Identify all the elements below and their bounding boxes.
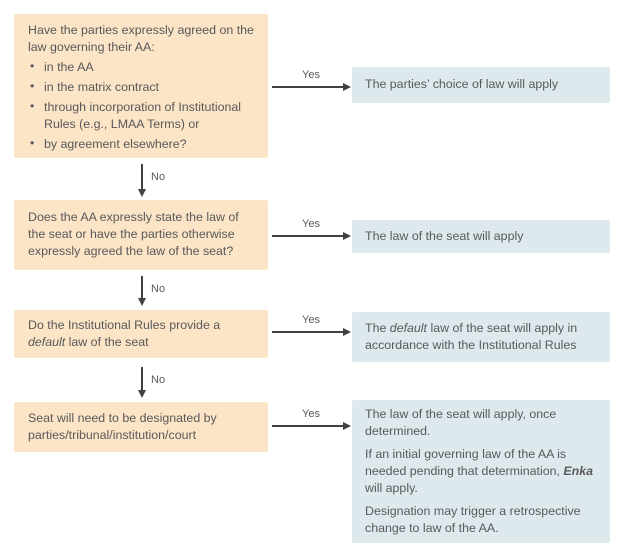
bullet-text: in the AA xyxy=(44,60,94,74)
answer-box-4: The law of the seat will apply, once det… xyxy=(352,400,610,543)
no-arrow-3: No xyxy=(137,367,181,398)
question-1-intro: Have the parties expressly agreed on the… xyxy=(28,23,254,54)
yes-label: Yes xyxy=(302,408,320,420)
question-box-4: Seat will need to be designated by parti… xyxy=(14,402,268,452)
arrow-line xyxy=(141,164,143,189)
list-item: • in the matrix contract xyxy=(28,79,254,96)
yes-arrow-1: Yes xyxy=(272,69,351,91)
question-4-text: Seat will need to be designated by parti… xyxy=(28,411,217,442)
text-segment: law of the seat xyxy=(65,335,149,349)
no-label: No xyxy=(151,374,166,386)
yes-label: Yes xyxy=(302,314,320,326)
bullet-icon: • xyxy=(30,79,35,93)
answer-1-text: The parties’ choice of law will apply xyxy=(365,77,559,91)
question-2-text: Does the AA expressly state the law of t… xyxy=(28,210,239,258)
no-label: No xyxy=(151,283,166,295)
yes-label: Yes xyxy=(302,69,320,81)
answer-4-paragraph-1: The law of the seat will apply, once det… xyxy=(365,407,557,438)
answer-4-paragraph-3: Designation may trigger a retrospective … xyxy=(365,504,581,535)
question-box-2: Does the AA expressly state the law of t… xyxy=(14,200,268,270)
arrow-line xyxy=(272,421,351,430)
bullet-icon: • xyxy=(30,59,35,73)
list-item: • through incorporation of Institutional … xyxy=(28,99,254,133)
no-arrow-1: No xyxy=(137,164,181,197)
bullet-icon: • xyxy=(30,99,35,113)
yes-arrow-4: Yes xyxy=(272,408,351,430)
answer-2-text: The law of the seat will apply xyxy=(365,229,524,243)
no-arrow-2: No xyxy=(137,276,181,306)
question-3-text: Do the Institutional Rules provide a def… xyxy=(28,317,254,351)
text-segment: The xyxy=(365,321,390,335)
arrowhead-right-icon xyxy=(343,231,351,240)
arrow-line xyxy=(141,367,143,390)
yes-label: Yes xyxy=(302,218,320,230)
bullet-text: by agreement elsewhere? xyxy=(44,137,187,151)
list-item: • in the AA xyxy=(28,59,254,76)
arrowhead-down-icon xyxy=(137,189,146,197)
answer-4-paragraph-2: If an initial governing law of the AA is… xyxy=(365,446,597,497)
no-label: No xyxy=(151,171,166,183)
bullet-text: in the matrix contract xyxy=(44,80,160,94)
italic-term: default xyxy=(28,335,66,349)
yes-arrow-3: Yes xyxy=(272,314,351,336)
question-1-bullet-list: • in the AA • in the matrix contract • thro… xyxy=(28,59,254,153)
question-box-3: Do the Institutional Rules provide a def… xyxy=(14,310,268,358)
arrowhead-down-icon xyxy=(137,298,146,306)
arrowhead-right-icon xyxy=(343,327,351,336)
answer-box-3: The default law of the seat will apply i… xyxy=(352,312,610,362)
text-segment: Do the Institutional Rules provide a xyxy=(28,318,221,332)
bullet-icon: • xyxy=(30,136,35,150)
list-item: • by agreement elsewhere? xyxy=(28,136,254,153)
case-name-emphasis: Enka xyxy=(563,464,594,478)
arrow-line xyxy=(272,82,351,91)
text-segment: law of the seat will apply in accordance… xyxy=(365,321,578,352)
arrow-line xyxy=(141,276,143,298)
text-segment: If an initial governing law of the AA is… xyxy=(365,447,567,478)
arrowhead-right-icon xyxy=(343,421,351,430)
answer-3-text: The default law of the seat will apply i… xyxy=(365,320,597,354)
yes-arrow-2: Yes xyxy=(272,218,351,240)
arrowhead-right-icon xyxy=(343,82,351,91)
arrow-line xyxy=(272,327,351,336)
question-box-1: Have the parties expressly agreed on the… xyxy=(14,14,268,158)
arrow-line xyxy=(272,231,351,240)
answer-box-1: The parties’ choice of law will apply xyxy=(352,67,610,103)
arrowhead-down-icon xyxy=(137,390,146,398)
italic-term: default xyxy=(389,321,427,335)
bullet-text: through incorporation of Institutional R… xyxy=(44,100,241,131)
answer-box-2: The law of the seat will apply xyxy=(352,220,610,253)
text-segment: will apply. xyxy=(365,481,418,495)
